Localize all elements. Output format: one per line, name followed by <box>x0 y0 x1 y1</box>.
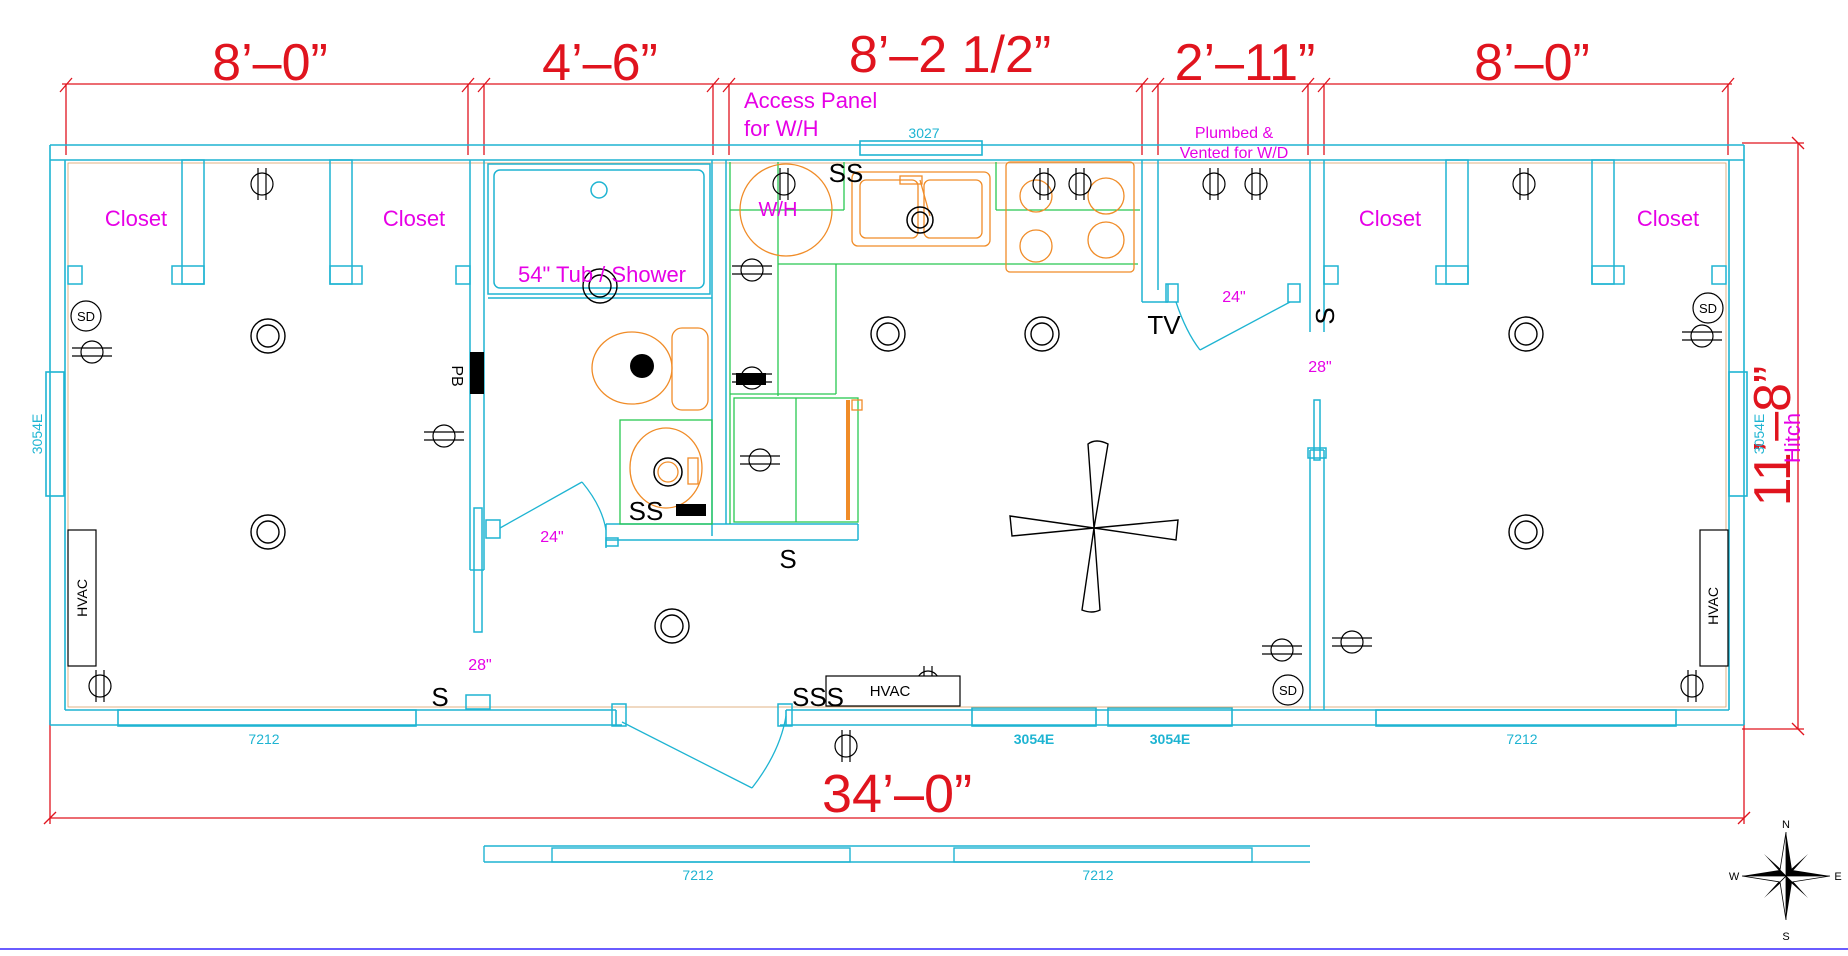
window-label-bottom-mid-1: 3054E <box>1014 731 1054 747</box>
interior-walls <box>67 159 1727 727</box>
ceiling-fan-icon <box>1009 440 1179 613</box>
door-width-laundry: 24" <box>1222 289 1245 306</box>
door-swings <box>499 301 1291 789</box>
smoke-detectors <box>70 292 1724 706</box>
plumbed-label: Plumbed & <box>1195 125 1274 142</box>
closet-label-3: Closet <box>1359 206 1421 231</box>
switch-ss-wh: SS <box>829 158 864 188</box>
switch-ss-bath: SS <box>629 496 664 526</box>
window-label-bottom-mid-2: 3054E <box>1150 731 1190 747</box>
switch-s-bath: S <box>779 544 796 574</box>
ceiling-lights <box>250 268 1544 644</box>
window-label-bottom-left: 7212 <box>248 731 279 747</box>
access-panel-label: Access Panel <box>744 88 877 113</box>
hitch-label: Hitch <box>1780 413 1805 463</box>
kitchen-cabinets <box>619 162 1140 525</box>
tub-shower-label: 54" Tub / Shower <box>518 262 686 287</box>
switch-sss: SSS <box>792 682 844 712</box>
panel-box <box>470 352 484 394</box>
compass-e: E <box>1834 871 1841 883</box>
tv-outlet: TV <box>1147 310 1181 340</box>
opening-width-left: 28" <box>468 657 491 674</box>
compass-s: S <box>1782 931 1789 943</box>
hvac-left: HVAC <box>74 579 90 617</box>
dimension-lines <box>43 77 1805 825</box>
closet-label-1: Closet <box>105 206 167 231</box>
switch-s-laundry: S <box>1310 307 1340 324</box>
smoke-detector-3: SD <box>1279 683 1297 698</box>
compass-n: N <box>1782 819 1790 831</box>
outlets <box>71 167 1723 763</box>
opening-width-right: 28" <box>1308 359 1331 376</box>
hvac-units <box>67 529 1729 707</box>
window-label-right: 3054E <box>1751 414 1767 454</box>
dim-top-3: 8’–2 1/2” <box>849 26 1051 84</box>
dim-top-4: 2’–11” <box>1175 34 1316 92</box>
switch-s-left: S <box>431 682 448 712</box>
compass-w: W <box>1729 871 1740 883</box>
hvac-bottom: HVAC <box>870 683 911 700</box>
water-heater-label: W/H <box>759 199 798 221</box>
closet-label-4: Closet <box>1637 206 1699 231</box>
access-panel-label-2: for W/H <box>744 116 819 141</box>
hvac-right: HVAC <box>1705 587 1721 625</box>
compass-rose-icon: N S E W <box>1729 819 1842 943</box>
closet-label-2: Closet <box>383 206 445 231</box>
toilet-icon <box>630 354 654 378</box>
window-label-lower-1: 7212 <box>682 867 713 883</box>
bottom-border <box>0 948 1848 950</box>
window-label-bottom-right: 7212 <box>1506 731 1537 747</box>
dim-overall-length: 34’–0” <box>822 764 972 824</box>
window-label-top: 3027 <box>908 125 939 141</box>
window-label-lower-2: 7212 <box>1082 867 1113 883</box>
window-label-left: 3054E <box>29 414 45 454</box>
dim-overall-width: 11’–8” <box>1744 366 1802 507</box>
smoke-detector-2: SD <box>1699 301 1717 316</box>
plumbed-label-2: Vented for W/D <box>1180 145 1289 162</box>
panel-box-label: PB <box>448 365 465 386</box>
dim-top-5: 8’–0” <box>1474 34 1590 92</box>
dim-top-1: 8’–0” <box>212 34 328 92</box>
exterior-walls <box>45 140 1748 727</box>
dimension-labels: 8’–0” 4’–6” 8’–2 1/2” 2’–11” 8’–0” 34’–0… <box>212 26 1802 824</box>
window-elevation-strip <box>483 845 1310 863</box>
fixtures <box>591 161 1135 520</box>
door-width-bath: 24" <box>540 529 563 546</box>
dim-top-2: 4’–6” <box>542 34 658 92</box>
smoke-detector-1: SD <box>77 309 95 324</box>
